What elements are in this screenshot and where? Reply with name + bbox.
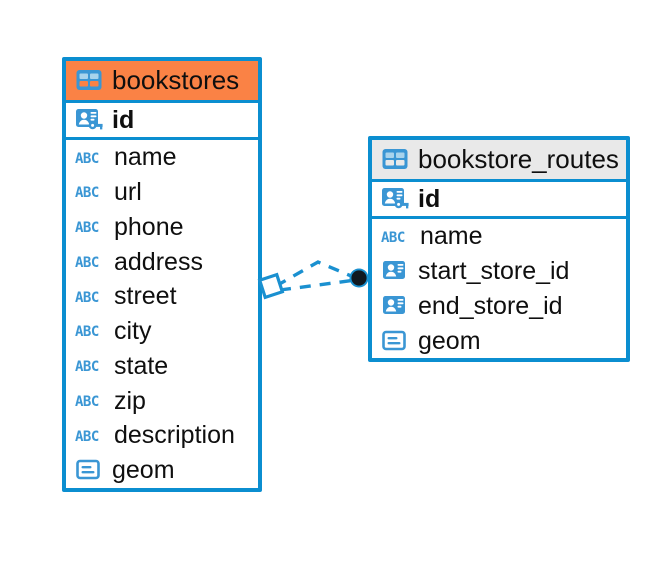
field-label: state xyxy=(114,351,169,380)
abc-text-icon: ABC xyxy=(75,388,105,414)
abc-text-icon: ABC xyxy=(75,423,105,449)
field-label: street xyxy=(114,282,177,311)
field-label: address xyxy=(114,247,203,276)
abc-text-icon: ABC xyxy=(75,214,105,240)
field-label: start_store_id xyxy=(418,257,570,286)
entity-fields-bookstore-routes: id ABC name xyxy=(372,178,626,359)
field-label: geom xyxy=(418,326,481,355)
field-row-name[interactable]: ABC name xyxy=(66,140,258,175)
svg-text:ABC: ABC xyxy=(381,230,405,246)
svg-text:ABC: ABC xyxy=(75,324,99,340)
field-row-description[interactable]: ABC description xyxy=(66,418,258,453)
geometry-icon xyxy=(75,456,103,484)
table-icon xyxy=(381,145,409,173)
geometry-icon xyxy=(381,327,409,355)
relationship-line-upper xyxy=(275,260,357,288)
field-row-street[interactable]: ABC street xyxy=(66,279,258,314)
entity-header-bookstore-routes[interactable]: bookstore_routes xyxy=(372,140,626,179)
field-row-end-store-id[interactable]: end_store_id xyxy=(372,289,626,324)
foreign-key-icon xyxy=(381,292,409,320)
entity-bookstores[interactable]: bookstores xyxy=(62,57,262,492)
field-label: geom xyxy=(112,456,175,485)
field-row-city[interactable]: ABC city xyxy=(66,314,258,349)
field-row-start-store-id[interactable]: start_store_id xyxy=(372,254,626,289)
svg-text:ABC: ABC xyxy=(75,429,99,445)
abc-text-icon: ABC xyxy=(75,145,105,171)
abc-text-icon: ABC xyxy=(75,284,105,310)
field-label: zip xyxy=(114,386,146,415)
svg-text:ABC: ABC xyxy=(75,359,99,375)
relationship-line-lower xyxy=(279,278,357,292)
entity-bookstore-routes[interactable]: bookstore_routes xyxy=(368,136,630,363)
field-row-zip[interactable]: ABC zip xyxy=(66,384,258,419)
field-row-geom[interactable]: geom xyxy=(66,453,258,488)
field-label: name xyxy=(114,143,177,172)
rotated-square-marker xyxy=(257,272,285,300)
abc-text-icon: ABC xyxy=(75,249,105,275)
field-row-id[interactable]: id xyxy=(66,99,258,141)
svg-text:ABC: ABC xyxy=(75,394,99,410)
field-label: id xyxy=(418,184,441,213)
field-label: id xyxy=(112,105,135,134)
svg-text:ABC: ABC xyxy=(75,185,99,201)
svg-text:ABC: ABC xyxy=(75,255,99,271)
field-row-state[interactable]: ABC state xyxy=(66,349,258,384)
field-row-geom[interactable]: geom xyxy=(372,324,626,359)
abc-text-icon: ABC xyxy=(75,318,105,344)
field-row-phone[interactable]: ABC phone xyxy=(66,210,258,245)
foreign-key-icon xyxy=(381,257,409,285)
field-row-url[interactable]: ABC url xyxy=(66,175,258,210)
svg-text:ABC: ABC xyxy=(75,220,99,236)
filled-circle-marker xyxy=(349,268,369,288)
field-label: phone xyxy=(114,212,184,241)
entity-title: bookstore_routes xyxy=(418,144,619,174)
entity-fields-bookstores: id ABC name ABC url xyxy=(66,99,258,488)
field-row-name[interactable]: ABC name xyxy=(372,219,626,254)
abc-text-icon: ABC xyxy=(381,224,411,250)
table-icon xyxy=(75,66,103,94)
field-label: city xyxy=(114,317,152,346)
abc-text-icon: ABC xyxy=(75,179,105,205)
field-label: url xyxy=(114,178,142,207)
entity-title: bookstores xyxy=(112,65,240,95)
field-label: description xyxy=(114,421,235,450)
field-row-address[interactable]: ABC address xyxy=(66,245,258,280)
field-label: name xyxy=(420,222,483,251)
field-row-id[interactable]: id xyxy=(372,178,626,220)
primary-key-icon xyxy=(381,185,409,213)
primary-key-icon xyxy=(75,106,103,134)
svg-text:ABC: ABC xyxy=(75,151,99,167)
svg-text:ABC: ABC xyxy=(75,290,99,306)
field-label: end_store_id xyxy=(418,291,563,320)
entity-header-bookstores[interactable]: bookstores xyxy=(66,61,258,100)
abc-text-icon: ABC xyxy=(75,353,105,379)
